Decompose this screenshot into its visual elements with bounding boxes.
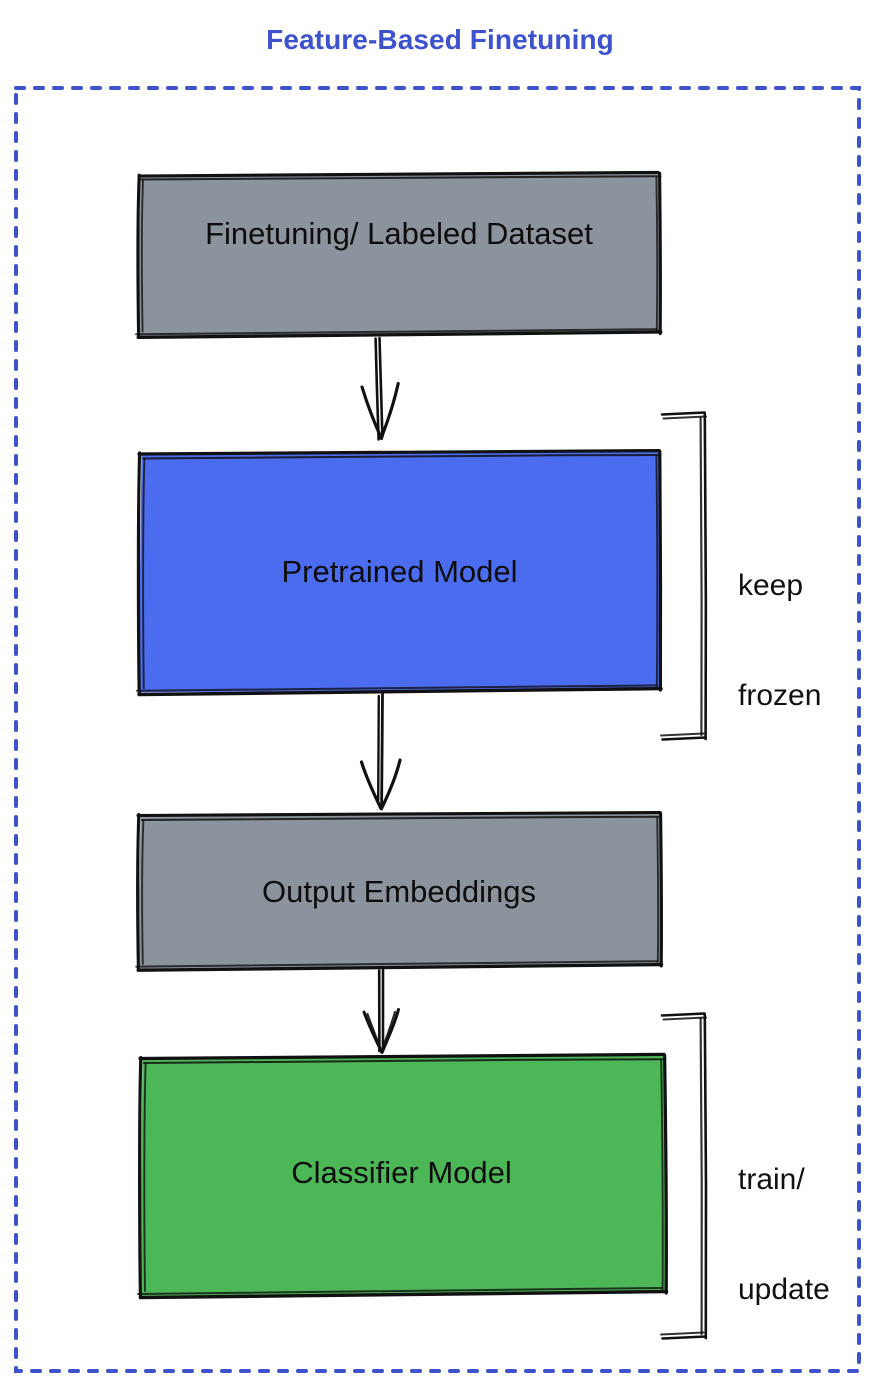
node-label-embeddings: Output Embeddings [261, 874, 536, 909]
node-label-pretrained: Pretrained Model [281, 554, 518, 589]
page-title: Feature-Based Finetuning [266, 24, 614, 55]
annotation-train-update: train/ update [738, 1089, 873, 1382]
dashed-container [14, 86, 861, 1373]
annotation-keep-frozen: keep frozen [738, 495, 873, 788]
node-pretrained[interactable] [136, 449, 663, 697]
annotation-keep-frozen-line2: frozen [738, 678, 822, 712]
node-dataset[interactable] [135, 170, 663, 340]
node-classifier[interactable] [137, 1052, 669, 1300]
node-label-classifier: Classifier Model [291, 1155, 512, 1190]
annotation-keep-frozen-line1: keep [738, 569, 804, 603]
annotation-train-update-line1: train/ [738, 1163, 805, 1197]
node-embeddings[interactable] [135, 810, 664, 972]
arrow-pretrained-to-embeddings [359, 692, 402, 811]
bracket-train-update [660, 1012, 708, 1340]
arrow-embeddings-to-classifier [362, 968, 400, 1054]
node-label-dataset: Finetuning/ Labeled Dataset [205, 216, 593, 251]
bracket-keep-frozen [660, 411, 708, 741]
annotation-train-update-line2: update [738, 1272, 830, 1306]
arrow-dataset-to-pretrained [360, 336, 400, 441]
